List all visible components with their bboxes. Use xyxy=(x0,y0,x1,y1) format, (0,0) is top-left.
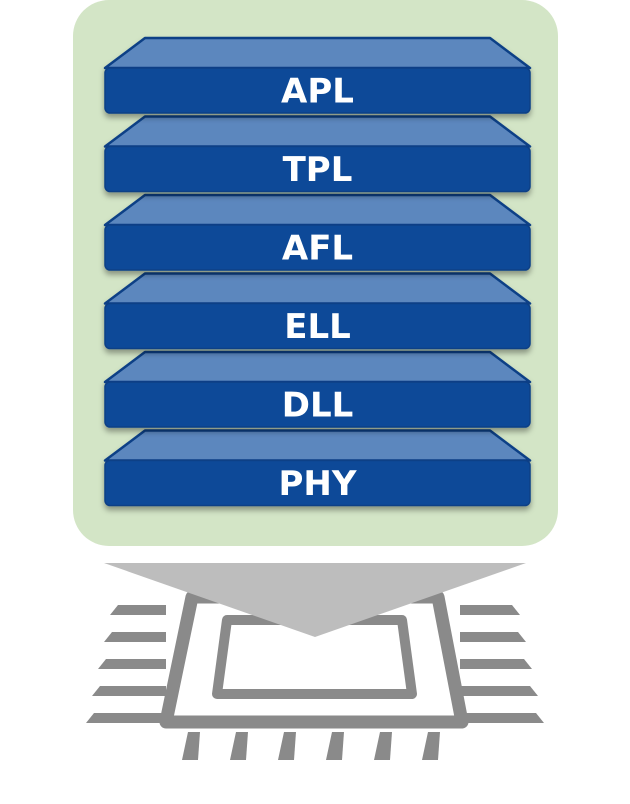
chip-pins-right xyxy=(460,605,544,723)
layer-front-face xyxy=(104,224,531,271)
chip-pins-left xyxy=(86,605,166,723)
layer-front-face xyxy=(104,459,531,507)
chip-pins-bottom xyxy=(182,732,440,760)
layer-label: TPL xyxy=(283,150,353,190)
layer-label: DLL xyxy=(282,386,354,426)
layer-front-face xyxy=(104,67,531,114)
layer-dll: DLL xyxy=(103,350,532,428)
layer-label: PHY xyxy=(279,464,357,504)
layer-label: APL xyxy=(281,72,354,112)
layer-afl: AFL xyxy=(103,193,532,271)
layer-apl: APL xyxy=(103,36,532,114)
layer-top-face xyxy=(103,193,532,227)
layer-front-face xyxy=(104,381,531,428)
layer-label: ELL xyxy=(284,307,351,347)
layer-top-face xyxy=(103,36,532,70)
layer-label: AFL xyxy=(282,229,353,269)
layer-top-face xyxy=(103,429,532,462)
layer-stack: PHY DLL ELL AFL TPL APL xyxy=(103,36,532,507)
layer-front-face xyxy=(104,145,531,193)
layer-front-face xyxy=(104,302,531,350)
layer-tpl: TPL xyxy=(103,115,532,193)
layer-top-face xyxy=(103,272,532,305)
down-arrow-icon xyxy=(104,563,526,637)
layer-top-face xyxy=(103,350,532,384)
layer-phy: PHY xyxy=(103,429,532,507)
layer-top-face xyxy=(103,115,532,148)
chip-icon xyxy=(86,590,544,760)
layer-ell: ELL xyxy=(103,272,532,350)
